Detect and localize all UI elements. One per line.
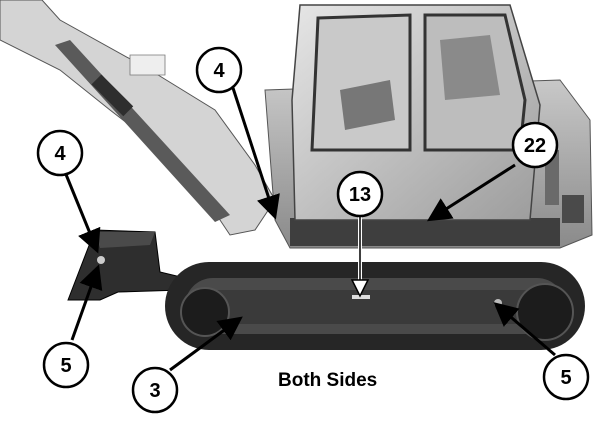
callout-4-blade: 4: [36, 129, 84, 177]
arrow-22: [426, 163, 516, 222]
svg-text:3: 3: [149, 380, 160, 402]
dozer-blade: [67, 229, 186, 301]
svg-text:22: 22: [524, 135, 546, 157]
svg-text:4: 4: [213, 60, 225, 82]
arrow-4-boom: [231, 87, 280, 220]
crawler-track: [165, 262, 585, 350]
excavator-boom: [0, 0, 276, 236]
svg-text:5: 5: [560, 367, 571, 389]
callout-arrows: [63, 87, 556, 372]
callout-22: 22: [511, 121, 559, 169]
svg-text:4: 4: [54, 143, 66, 165]
callout-5-blade: 5: [42, 341, 90, 389]
callout-13: 13: [336, 170, 384, 218]
callout-4-boom: 4: [195, 46, 243, 94]
svg-text:13: 13: [349, 184, 371, 206]
arrow-3: [169, 316, 243, 372]
svg-text:5: 5: [60, 355, 71, 377]
arrow-5-blade: [70, 264, 103, 341]
arrow-4-blade: [63, 171, 101, 254]
arrow-13-head: [350, 279, 370, 298]
callout-3: 3: [131, 366, 179, 414]
excavator-cab: [291, 4, 541, 221]
both-sides-caption: Both Sides: [278, 370, 378, 391]
callout-5-track: 5: [542, 353, 590, 401]
arrow-5-track: [493, 302, 556, 357]
